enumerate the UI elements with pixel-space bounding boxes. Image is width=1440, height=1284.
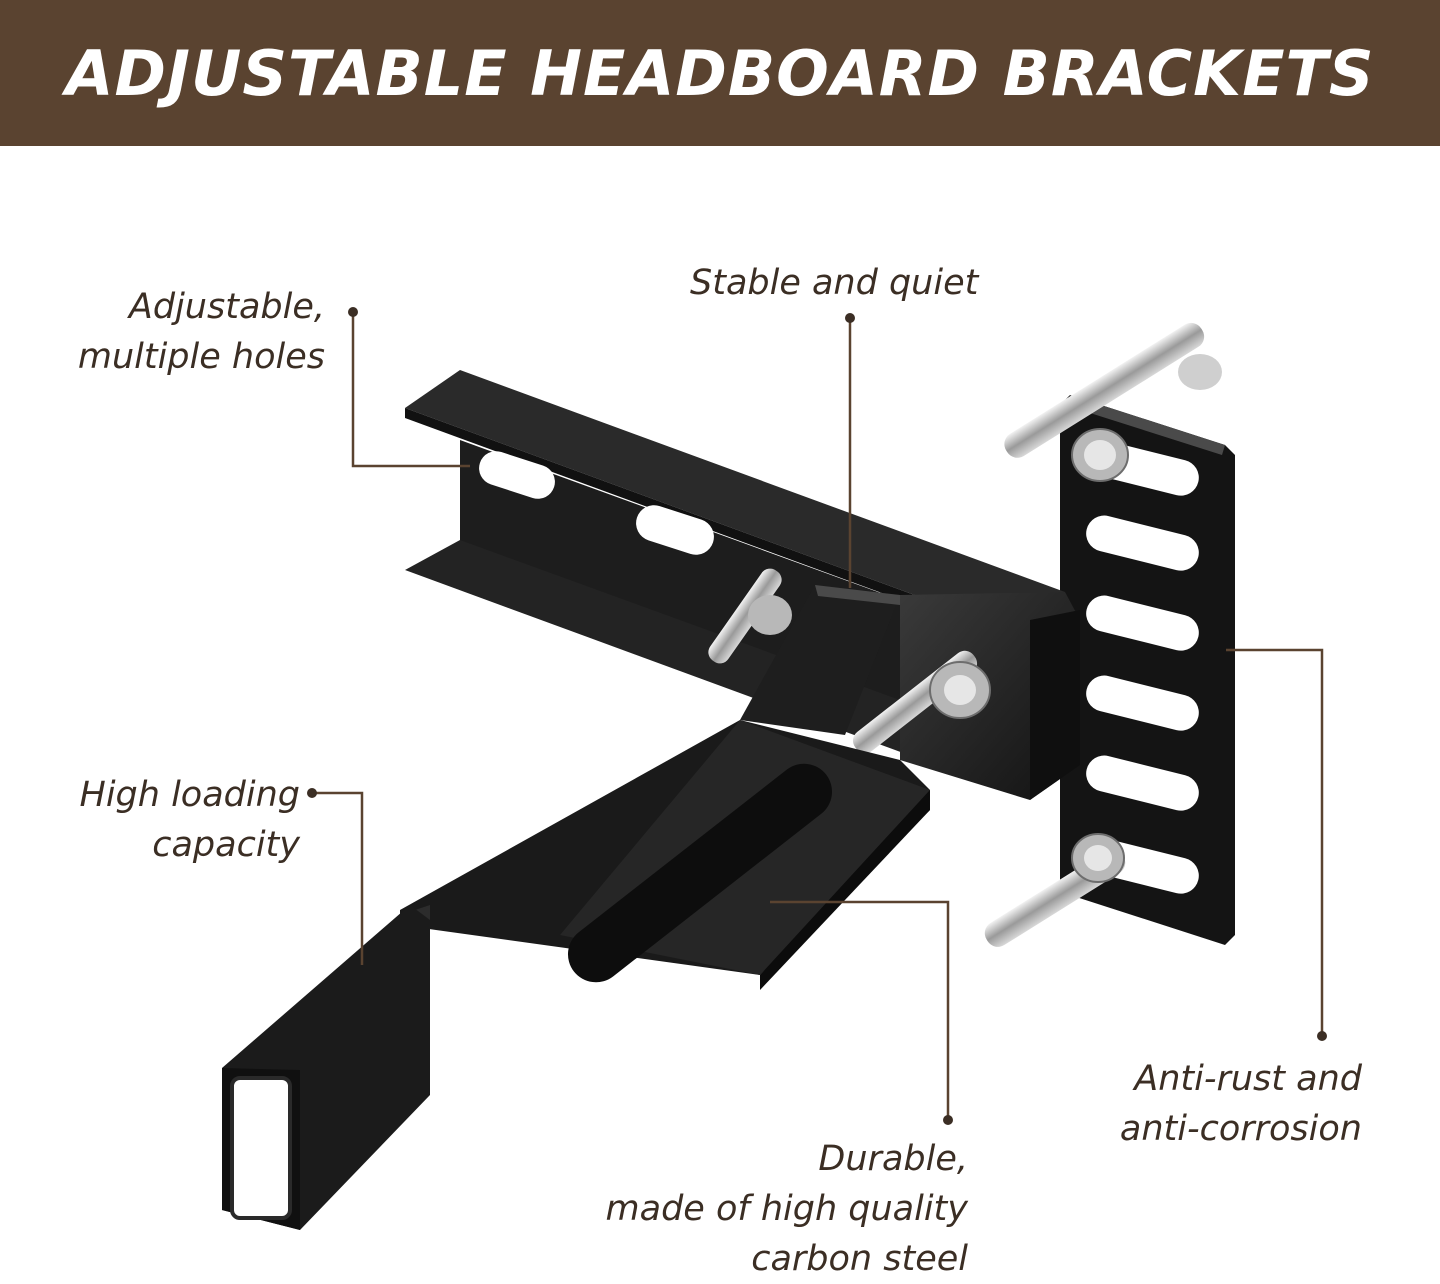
middle-bolts (708, 568, 991, 754)
feature-adjustable: Adjustable, multiple holes (77, 287, 325, 377)
bottom-bolt (984, 833, 1126, 947)
top-bolt (1004, 322, 1222, 482)
page-title: ADJUSTABLE HEADBOARD BRACKETS (65, 36, 1375, 110)
callout-lines (312, 312, 1324, 1120)
feature-antirust: Anti-rust and anti-corrosion (1119, 1059, 1362, 1149)
slotted-mounting-plate (1060, 395, 1235, 945)
feature-durable: Durable, made of high quality carbon ste… (605, 1139, 968, 1279)
l-arm (400, 585, 930, 1085)
title-banner: ADJUSTABLE HEADBOARD BRACKETS (0, 0, 1440, 146)
feature-loading: High loading capacity (79, 775, 301, 865)
callout-dots (307, 307, 1327, 1125)
feature-stable: Stable and quiet (690, 263, 979, 303)
upper-channel (405, 370, 1065, 772)
lower-rectangular-tube (222, 905, 430, 1230)
